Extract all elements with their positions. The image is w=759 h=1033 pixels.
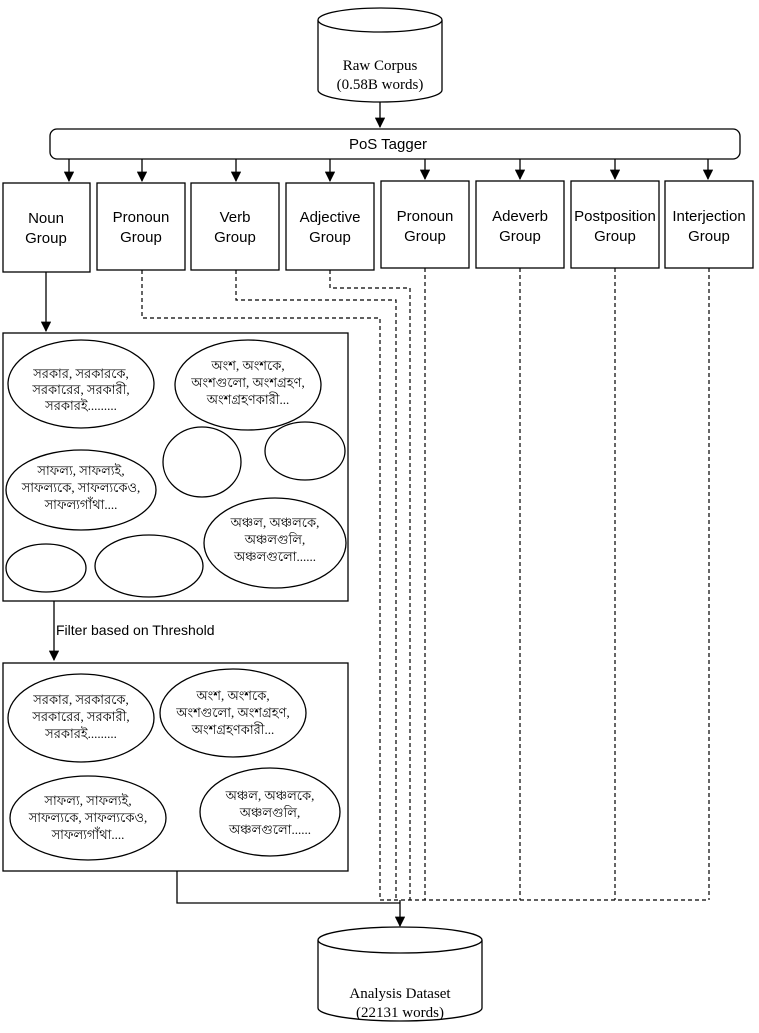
group-box-noun: Noun Group xyxy=(2,182,91,273)
analysis-dataset-size: (22131 words) xyxy=(356,1005,444,1021)
cluster-empty xyxy=(5,543,87,593)
cluster-word: সাফল্যগাঁথা.... xyxy=(51,827,125,842)
group-label-line1: Verb xyxy=(220,209,251,226)
group-label-line2: Group xyxy=(25,230,67,247)
cluster-ansh xyxy=(159,668,307,758)
group-label-line2: Group xyxy=(214,229,256,246)
cluster-word: অংশগ্রহণকারী... xyxy=(206,392,289,407)
cluster-empty xyxy=(264,421,346,481)
group-box-pronoun: Pronoun Group xyxy=(96,182,186,271)
cluster-word: সরকার, সরকারকে, xyxy=(32,366,129,381)
group-label-line2: Group xyxy=(120,229,162,246)
group-box-interjection: Interjection Group xyxy=(664,180,754,269)
dashed-connectors xyxy=(141,268,710,901)
cluster-word: সরকারের, সরকারী, xyxy=(31,709,129,724)
filtered-to-dataset-connector xyxy=(176,871,406,928)
group-label-line1: Pronoun xyxy=(397,208,454,225)
raw-corpus-title: Raw Corpus xyxy=(343,58,418,74)
cluster-word: অঞ্চলগুলি, xyxy=(244,532,306,547)
cluster-word: অংশ, অংশকে, xyxy=(195,688,269,703)
group-label-line2: Group xyxy=(594,228,636,245)
raw-corpus-cylinder: Raw Corpus (0.58B words) xyxy=(317,7,443,103)
cluster-word: সরকারই......... xyxy=(44,726,117,741)
cluster-word: সরকারই......... xyxy=(44,398,117,413)
group-label-line1: Adjective xyxy=(300,209,361,226)
filter-label: Filter based on Threshold xyxy=(56,622,215,638)
group-label-line2: Group xyxy=(688,228,730,245)
group-label-line1: Adeverb xyxy=(492,208,548,225)
group-label-line1: Pronoun xyxy=(113,209,170,226)
group-label-line1: Noun xyxy=(28,210,64,227)
raw-corpus-size: (0.58B words) xyxy=(337,77,424,93)
analysis-dataset-cylinder: Analysis Dataset (22131 words) xyxy=(317,926,483,1022)
group-label-line2: Group xyxy=(499,228,541,245)
cluster-word: অংশগুলো, অংশগ্রহণ, xyxy=(190,375,304,390)
cluster-box-after: সরকার, সরকারকে, সরকারের, সরকারী, সরকারই.… xyxy=(2,662,349,872)
cluster-word: সাফল্যগাঁথা.... xyxy=(44,497,118,512)
cluster-word: অঞ্চল, অঞ্চলকে, xyxy=(225,788,315,803)
cluster-empty xyxy=(162,426,242,498)
group-label-line1: Postposition xyxy=(574,208,656,225)
cluster-sarkar xyxy=(7,673,155,763)
cluster-word: অংশ, অংশকে, xyxy=(210,358,284,373)
cluster-word: সরকারের, সরকারী, xyxy=(31,382,129,397)
cluster-sarkar xyxy=(7,339,155,429)
tagger-to-group-arrows xyxy=(63,159,714,183)
cluster-word: সরকার, সরকারকে, xyxy=(32,692,129,707)
cluster-word: অঞ্চলগুলো...... xyxy=(228,822,311,837)
group-label-line2: Group xyxy=(404,228,446,245)
group-box-verb: Verb Group xyxy=(190,182,280,271)
cluster-box-before: সরকার, সরকারকে, সরকারের, সরকারী, সরকারই.… xyxy=(2,332,349,602)
cluster-empty xyxy=(94,534,204,598)
cluster-word: সাফল্যকে, সাফল্যকেও, xyxy=(21,480,141,495)
group-box-adverb: Adeverb Group xyxy=(475,180,565,269)
pos-tagger-box: PoS Tagger xyxy=(49,128,741,160)
group-box-pronoun-2: Pronoun Group xyxy=(380,180,470,269)
cluster-word: সাফল্যকে, সাফল্যকেও, xyxy=(28,810,148,825)
cluster-word: অঞ্চল, অঞ্চলকে, xyxy=(230,515,320,530)
cluster-word: অঞ্চলগুলি, xyxy=(239,805,301,820)
cluster-word: অংশগ্রহণকারী... xyxy=(191,722,274,737)
cluster-anchal xyxy=(203,497,347,589)
group-label-line1: Interjection xyxy=(672,208,745,225)
group-box-postposition: Postposition Group xyxy=(570,180,660,269)
group-box-adjective: Adjective Group xyxy=(285,182,375,271)
cluster-word: সাফল্য, সাফল্যই, xyxy=(36,463,124,478)
cluster-word: অংশগুলো, অংশগ্রহণ, xyxy=(175,705,289,720)
cluster-word: সাফল্য, সাফল্যই, xyxy=(43,793,131,808)
analysis-dataset-title: Analysis Dataset xyxy=(349,986,451,1002)
cluster-saphalya xyxy=(9,775,167,861)
cluster-ansh xyxy=(174,339,322,431)
group-label-line2: Group xyxy=(309,229,351,246)
cluster-saphalya xyxy=(5,449,157,531)
cluster-word: অঞ্চলগুলো...... xyxy=(233,549,316,564)
pos-tagger-label: PoS Tagger xyxy=(349,136,427,153)
cluster-anchal xyxy=(199,767,341,857)
